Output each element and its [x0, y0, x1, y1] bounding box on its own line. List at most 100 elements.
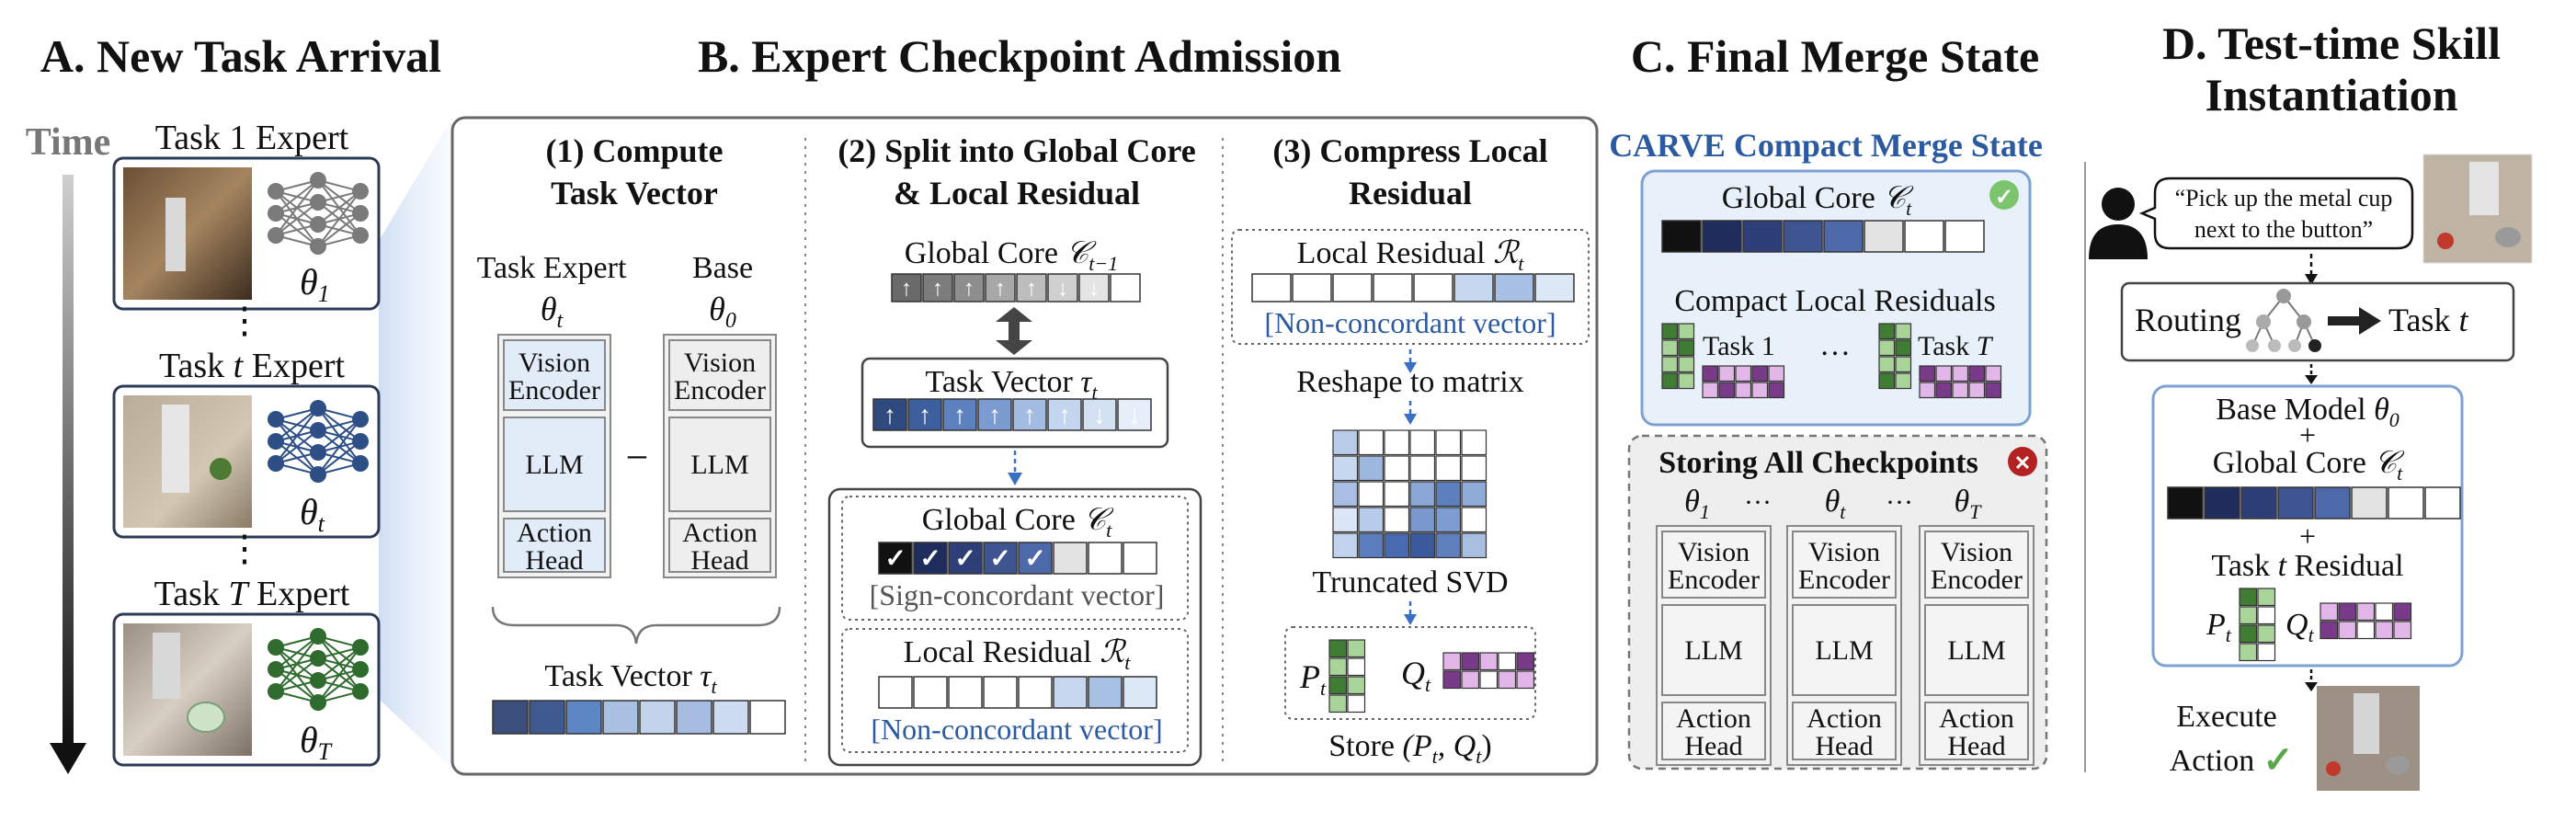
reshape-arrow-head	[1404, 362, 1417, 373]
ckpt-dots-2: ···	[1886, 487, 1913, 518]
nn-edge	[275, 657, 319, 692]
routing-arrow-shaft	[2328, 316, 2363, 325]
tv2-mark: ↑	[918, 402, 931, 430]
expert-1-photo	[123, 167, 252, 300]
gc2-cell	[983, 542, 1018, 575]
nn-node	[268, 227, 284, 244]
carve-gc-cell	[1944, 220, 1985, 253]
carve-p1-cell	[1661, 356, 1679, 373]
gcprev-mark: ↓	[1057, 276, 1068, 301]
matrix-cell	[1358, 507, 1385, 533]
routing-label: Routing	[2135, 302, 2241, 338]
nn-node	[352, 183, 369, 200]
q-factor-label: Qt	[1401, 655, 1431, 696]
q3-cell	[1461, 652, 1480, 671]
d-q-cell	[2375, 602, 2394, 622]
task-expert-label: Task Expert	[477, 251, 627, 285]
model-module	[1792, 531, 1897, 599]
carve-pT-cell	[1895, 323, 1912, 340]
d-gc-cell	[2351, 486, 2388, 519]
carve-ellipsis: …	[1819, 328, 1851, 362]
p3-cell	[1328, 657, 1348, 677]
gc2-mark: ✓	[954, 545, 975, 574]
d-gc-cell	[2240, 486, 2277, 519]
tv2-cell	[1117, 398, 1152, 431]
q3-cell	[1442, 670, 1462, 690]
d-p-cell	[2257, 588, 2276, 607]
model-module	[668, 339, 771, 411]
carve-gc-label: Global Core 𝒞t	[1722, 181, 1915, 220]
carve-task1-label: Task 1	[1703, 331, 1775, 361]
model-module-label: LLM	[1947, 635, 2005, 666]
matrix-cell	[1332, 532, 1359, 559]
gcprev-mark: ↓	[1089, 276, 1100, 301]
step1-task-vector	[492, 700, 786, 735]
d-q-cell	[2338, 621, 2357, 640]
ckpt-theta-T: θT	[1955, 485, 1983, 523]
model-module	[1661, 604, 1766, 696]
lr2-cell	[1053, 676, 1088, 709]
nn-node	[352, 639, 369, 656]
carve-gc-cell	[1904, 220, 1944, 253]
model-module	[1661, 702, 1766, 760]
model-module-label: Head	[1684, 731, 1742, 761]
p-factor-label: Pt	[1299, 658, 1327, 700]
d-q-cell	[2320, 602, 2339, 622]
gcprev-mark: ↑	[932, 276, 943, 301]
d-p-cell	[2239, 606, 2258, 625]
carve-gc-cell	[1864, 220, 1904, 253]
tv2-cell	[977, 398, 1012, 431]
tv2-mark: ↓	[1093, 402, 1106, 430]
minus-sign: −	[626, 435, 649, 480]
lr3-cell	[1251, 273, 1292, 303]
matrix-cell	[1384, 429, 1410, 456]
d-p-label: Pt	[2206, 608, 2232, 646]
step2-task-vector-label: Task Vector τt	[925, 365, 1098, 404]
gc2-cell	[913, 542, 948, 575]
step2-title-1: (2) Split into Global Core	[838, 132, 1195, 169]
model-module-label: Encoder	[1668, 565, 1760, 595]
expert-T-theta: θT	[300, 719, 333, 765]
carve-qT-cell	[1968, 382, 1986, 399]
expert-T-cup	[187, 702, 225, 733]
p3-cell	[1347, 694, 1366, 714]
panel-c: C. Final Merge State CARVE Compact Merge…	[1609, 30, 2048, 771]
model-module-label: Vision	[519, 348, 590, 378]
svd-arrow-head	[1404, 614, 1417, 625]
gc2-cell	[1053, 542, 1088, 575]
carve-pT-cell	[1878, 323, 1896, 340]
carve-global-core-vector	[1661, 220, 1985, 253]
routing-task-t: Task t	[2388, 302, 2468, 338]
nn-edge	[317, 440, 361, 475]
user-icon	[2089, 188, 2148, 259]
carve-gc-cell	[1783, 220, 1823, 253]
panel-a: A. New Task Arrival Time Task 1 Expert θ…	[26, 30, 452, 774]
tv1-cell	[602, 700, 639, 735]
carve-q1-cell	[1735, 382, 1752, 399]
carve-p1-cell	[1678, 323, 1695, 340]
matrix-cell	[1332, 481, 1359, 508]
nn-node	[310, 422, 326, 439]
matrix-cell	[1461, 481, 1487, 508]
panel-d: D. Test-time Skill Instantiation “Pick u…	[2089, 17, 2533, 791]
scene-photo-bottom-button	[2326, 761, 2341, 776]
gcprev-cell	[1016, 273, 1047, 303]
ckpt-theta-t: θt	[1825, 485, 1847, 523]
d-p-cell	[2257, 606, 2276, 625]
matrix-cell	[1384, 507, 1410, 533]
carve-gc-cell	[1742, 220, 1783, 253]
matrix-cell	[1461, 507, 1487, 533]
lr2-cell	[948, 676, 983, 709]
instruction-line-2: next to the button”	[2194, 216, 2373, 243]
tv2-mark: ↑	[988, 402, 1001, 430]
time-arrow-shaft	[63, 175, 74, 745]
model-module	[1792, 604, 1897, 696]
base-theta: θ0	[709, 291, 736, 333]
matrix-cell	[1435, 507, 1462, 533]
model-module-label: Action	[1939, 703, 2014, 734]
gc2-cell	[948, 542, 983, 575]
p3-cell	[1347, 657, 1366, 677]
